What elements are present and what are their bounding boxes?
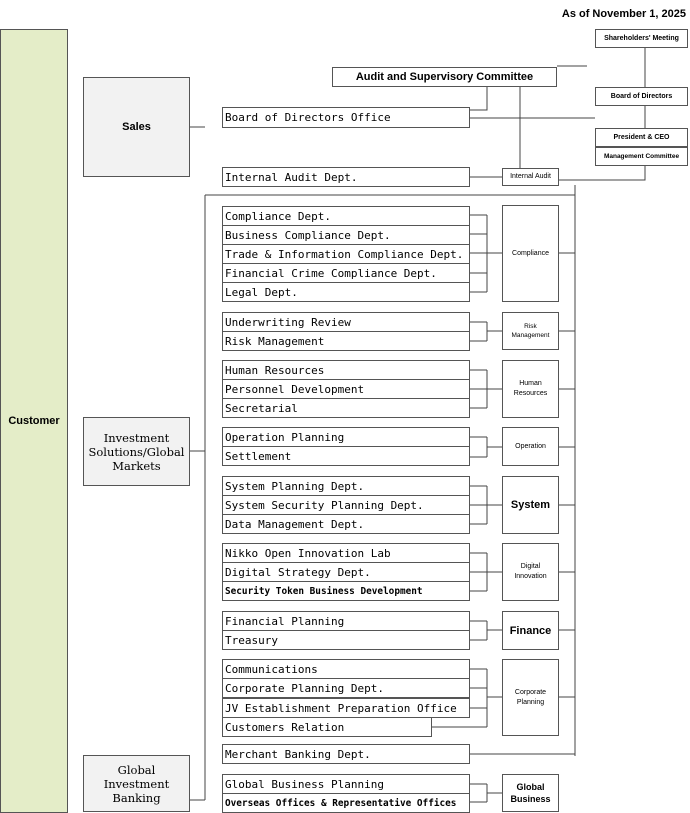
audit-committee-box: Audit and Supervisory Committee [332,67,557,87]
dept-global-business-planning: Global Business Planning [222,774,470,794]
board-of-directors-box: Board of Directors [595,87,688,106]
operation-function-box: Operation [502,427,559,466]
function-label: Corporate Planning [514,688,547,706]
dept-label: Financial Crime Compliance Dept. [225,266,437,280]
dept-customers-relation: Customers Relation [222,717,432,737]
internal-audit-box: Internal Audit [502,168,559,186]
internal-audit-label: Internal Audit [510,173,551,180]
management-committee-label: Management Committee [603,153,680,160]
function-label: Global Business [510,782,551,804]
system-function-box: System [502,476,559,534]
finance-function-box: Finance [502,611,559,650]
dept-label: Overseas Offices & Representative Office… [225,797,457,809]
management-committee-box: Management Committee [595,147,688,166]
dept-label: Underwriting Review [225,315,351,329]
dept-nikko-open-innovation-lab: Nikko Open Innovation Lab [222,543,470,563]
dept-label: Corporate Planning Dept. [225,681,384,695]
dept-label: Customers Relation [225,720,345,734]
board-office-box: Board of Directors Office [222,107,470,128]
president-ceo-box: President & CEO [595,128,688,147]
global-function-box: Global Business [502,774,559,812]
sales-box: Sales [83,77,190,177]
dept-label: Financial Planning [225,614,345,628]
dept-label: Communications [225,662,318,676]
internal-audit-dept-label: Internal Audit Dept. [225,170,358,184]
dept-overseas-offices: Overseas Offices & Representative Office… [222,793,470,813]
global-investment-banking-box: Global Investment Banking [83,755,190,812]
dept-digital-strategy: Digital Strategy Dept. [222,562,470,582]
customer-label: Customer [8,415,60,427]
internal-audit-dept-box: Internal Audit Dept. [222,167,470,187]
dept-label: Business Compliance Dept. [225,228,391,242]
dept-label: System Security Planning Dept. [225,498,424,512]
dept-financial-crime-compliance: Financial Crime Compliance Dept. [222,263,470,283]
dept-label: Settlement [225,449,292,463]
dept-label: Treasury [225,633,278,647]
dept-label: Operation Planning [225,430,345,444]
dept-label: Secretarial [225,401,298,415]
board-office-label: Board of Directors Office [225,111,391,124]
investment-solutions-label: Investment Solutions/Global Markets [88,430,185,473]
dept-human-resources: Human Resources [222,360,470,380]
dept-label: Trade & Information Compliance Dept. [225,247,464,261]
dept-label: Nikko Open Innovation Lab [225,546,391,560]
dept-label: Merchant Banking Dept. [225,747,371,761]
dept-data-management: Data Management Dept. [222,514,470,534]
function-label: Compliance [512,249,549,257]
board-of-directors-label: Board of Directors [610,93,673,100]
dept-label: Global Business Planning [225,777,384,791]
dept-jv-establishment: JV Establishment Preparation Office [222,698,470,718]
dept-treasury: Treasury [222,630,470,650]
dept-label: Human Resources [225,363,325,377]
dept-label: System Planning Dept. [225,479,365,493]
dept-trade-information-compliance: Trade & Information Compliance Dept. [222,244,470,264]
dept-label: Compliance Dept. [225,209,331,223]
dept-underwriting-review: Underwriting Review [222,312,470,332]
dept-compliance: Compliance Dept. [222,206,470,226]
dept-legal: Legal Dept. [222,282,470,302]
dept-label: Risk Management [225,334,325,348]
dept-merchant-banking: Merchant Banking Dept. [222,744,470,764]
investment-solutions-box: Investment Solutions/Global Markets [83,417,190,486]
hr-function-box: Human Resources [502,360,559,418]
dept-label: JV Establishment Preparation Office [225,701,457,715]
dept-label: Security Token Business Development [225,585,423,597]
customer-box: Customer [0,29,68,813]
digital-function-box: Digital Innovation [502,543,559,601]
dept-label: Digital Strategy Dept. [225,565,371,579]
dept-personnel-development: Personnel Development [222,379,470,399]
dept-financial-planning: Financial Planning [222,611,470,631]
dept-communications: Communications [222,659,470,679]
dept-settlement: Settlement [222,446,470,466]
function-label: Operation [515,442,546,450]
function-label: Risk Management [511,323,550,339]
function-label: Finance [509,624,552,637]
dept-operation-planning: Operation Planning [222,427,470,447]
dept-label: Legal Dept. [225,285,298,299]
audit-committee-label: Audit and Supervisory Committee [355,71,534,83]
shareholders-meeting-label: Shareholders' Meeting [604,35,679,42]
dept-corporate-planning: Corporate Planning Dept. [222,678,470,698]
dept-system-planning: System Planning Dept. [222,476,470,496]
dept-system-security-planning: System Security Planning Dept. [222,495,470,515]
dept-secretarial: Secretarial [222,398,470,418]
risk-function-box: Risk Management [502,312,559,350]
compliance-function-box: Compliance [502,205,559,302]
as-of-date: As of November 1, 2025 [561,8,686,20]
corporate-function-box: Corporate Planning [502,659,559,736]
function-label: System [510,499,551,511]
dept-risk-management: Risk Management [222,331,470,351]
dept-label: Personnel Development [225,382,365,396]
president-ceo-label: President & CEO [613,134,670,141]
dept-security-token-business-development: Security Token Business Development [222,581,470,601]
global-investment-banking-label: Global Investment Banking [103,762,170,805]
function-label: Human Resources [513,380,548,397]
dept-business-compliance: Business Compliance Dept. [222,225,470,245]
sales-label: Sales [122,121,151,133]
dept-label: Data Management Dept. [225,517,365,531]
shareholders-meeting-box: Shareholders' Meeting [595,29,688,48]
function-label: Digital Innovation [514,563,547,580]
